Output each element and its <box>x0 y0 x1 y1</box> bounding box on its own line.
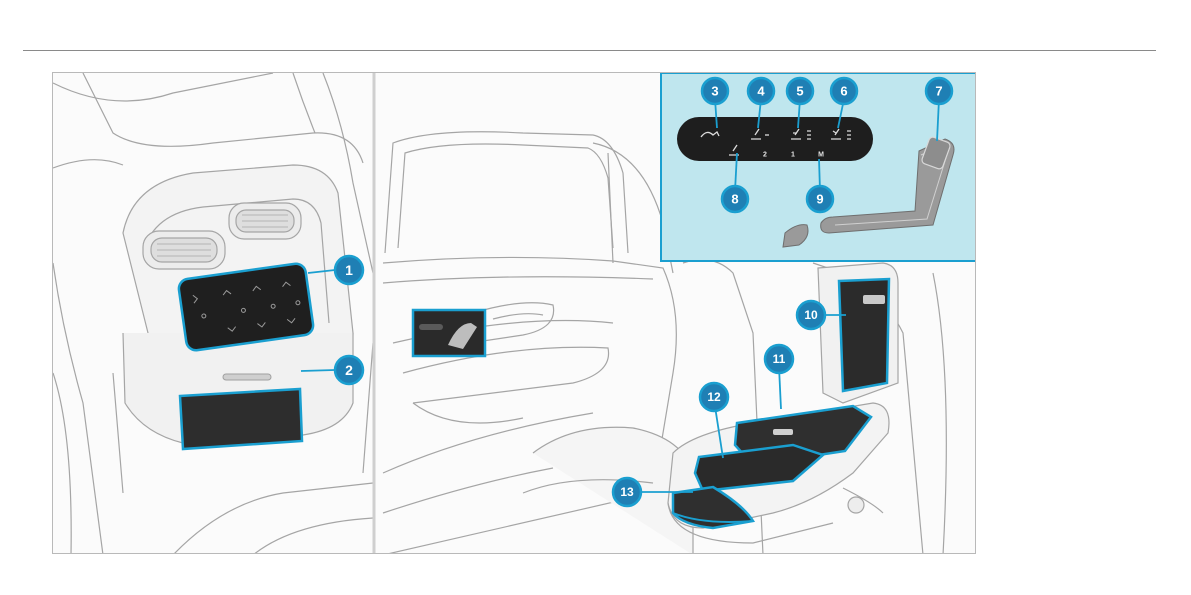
rear-compartment-diagram: 2 1 M 1 <box>52 72 976 554</box>
callout-7: 7 <box>926 78 952 104</box>
seat-button-panel[interactable] <box>677 117 873 161</box>
callout-1: 1 <box>335 256 363 284</box>
svg-text:12: 12 <box>707 390 721 404</box>
svg-text:3: 3 <box>711 84 718 99</box>
svg-text:11: 11 <box>773 352 786 366</box>
header-rule <box>23 50 1156 51</box>
svg-text:6: 6 <box>840 84 847 99</box>
svg-text:4: 4 <box>757 84 765 99</box>
callout-13: 13 <box>613 478 641 506</box>
callout-4: 4 <box>748 78 774 104</box>
callout-12: 12 <box>700 383 728 411</box>
memory-key-1[interactable]: 1 <box>791 152 795 159</box>
memory-key-m[interactable]: M <box>818 152 824 159</box>
svg-text:1: 1 <box>345 262 353 278</box>
callout-8: 8 <box>722 186 748 212</box>
callout-6: 6 <box>831 78 857 104</box>
diagram-svg: 2 1 M 1 <box>53 73 976 554</box>
callout-5: 5 <box>787 78 813 104</box>
svg-text:9: 9 <box>816 192 823 207</box>
callout-10: 10 <box>797 301 825 329</box>
callout-9: 9 <box>807 186 833 212</box>
svg-text:8: 8 <box>731 192 738 207</box>
svg-text:5: 5 <box>796 84 803 99</box>
rear-pillar-storage[interactable] <box>839 279 889 391</box>
callout-2: 2 <box>335 356 363 384</box>
svg-text:7: 7 <box>935 84 942 99</box>
callout-11: 11 <box>765 345 793 373</box>
memory-key-2[interactable]: 2 <box>763 152 767 159</box>
svg-text:2: 2 <box>345 362 353 378</box>
svg-text:10: 10 <box>804 308 818 322</box>
callout-3: 3 <box>702 78 728 104</box>
door-seat-control[interactable] <box>413 310 485 356</box>
svg-text:13: 13 <box>620 485 634 499</box>
